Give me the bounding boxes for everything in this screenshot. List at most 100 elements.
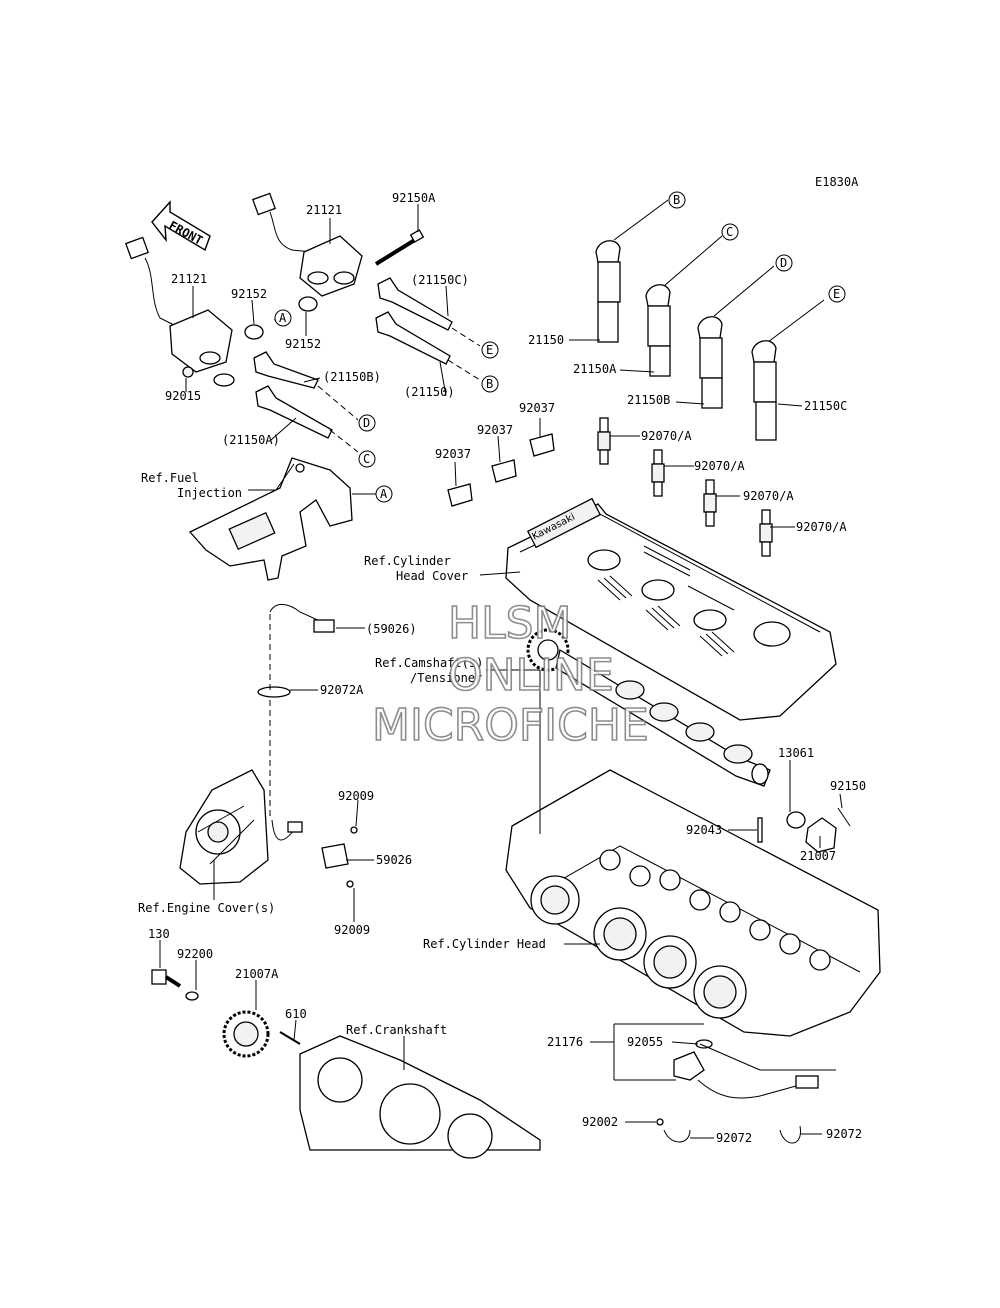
fuel-injection-bracket (188, 457, 353, 581)
ref-cyl-cover-line2: Head Cover (396, 569, 468, 583)
ref-cyl-cover-line1: Ref.Cylinder (364, 554, 451, 568)
camshaft (526, 628, 771, 787)
callout-21007: 21007 (800, 849, 836, 863)
plug-cap-21150A (645, 235, 723, 377)
connector-E2: E (828, 285, 846, 303)
callout-92037-c: 92037 (519, 401, 555, 415)
svg-text:C: C (726, 225, 733, 239)
svg-text:E: E (486, 343, 493, 357)
callout-92070A-1: 92070/A (641, 429, 692, 443)
pin-92043 (757, 817, 763, 843)
clamp-92072-a (663, 1129, 691, 1143)
clamp-92072-b (779, 1125, 801, 1144)
callout-92055: 92055 (627, 1035, 663, 1049)
sensor-59026-upper (313, 619, 335, 633)
callout-21007A: 21007A (235, 967, 279, 981)
screw-92002 (656, 1118, 664, 1126)
ref-crankshaft: Ref.Crankshaft (346, 1023, 447, 1037)
plug-lead-21150B (253, 351, 319, 389)
callout-13061: 13061 (778, 746, 814, 760)
plug-cap-21150C (751, 299, 825, 441)
connector-B2: B (668, 191, 686, 209)
callout-21150B-paren: (21150B) (323, 370, 381, 384)
plug-cap-21150B (697, 265, 775, 409)
watermark: HLSM ONLINE MICROFICHE (371, 597, 649, 752)
callout-92072A: 92072A (320, 683, 364, 697)
callout-130: 130 (148, 927, 170, 941)
clamp-92037-c (529, 433, 555, 457)
callout-92037-b: 92037 (477, 423, 513, 437)
ref-camshaft-line1: Ref.Camshaft(s) (375, 656, 483, 670)
connector-E1: E (481, 341, 499, 359)
sensor-21176 (656, 1039, 819, 1126)
spark-plug-2 (651, 449, 665, 497)
callout-92152-a: 92152 (231, 287, 267, 301)
timing-rotor-21007A (222, 1010, 270, 1058)
ignition-coil-top (251, 192, 363, 297)
callout-21176: 21176 (547, 1035, 583, 1049)
bolt-130 (151, 969, 182, 988)
callout-92009-b: 92009 (334, 923, 370, 937)
callout-21121-top: 21121 (306, 203, 342, 217)
o-ring-92055 (695, 1039, 713, 1049)
watermark-line1: HLSM (448, 598, 572, 649)
watermark-line3: MICROFICHE (372, 700, 649, 751)
callout-21150C: 21150C (804, 399, 847, 413)
callout-59026-paren: (59026) (366, 622, 417, 636)
clamp-92072A (257, 686, 291, 698)
collar-92152-b (298, 296, 318, 312)
callout-21150: 21150 (528, 333, 564, 347)
watermark-line2: ONLINE (448, 650, 614, 701)
spark-plug-3 (703, 479, 717, 527)
callout-21121-left: 21121 (171, 272, 207, 286)
callout-92002: 92002 (582, 1115, 618, 1129)
ref-fuel-line1: Ref.Fuel (141, 471, 199, 485)
collar-92152-a (244, 324, 264, 340)
cylinder-head-cover: Kawasaki (505, 497, 837, 721)
callout-92015: 92015 (165, 389, 201, 403)
svg-text:B: B (673, 193, 680, 207)
callout-92043: 92043 (686, 823, 722, 837)
callout-92070A-4: 92070/A (796, 520, 847, 534)
callout-92072-a: 92072 (716, 1131, 752, 1145)
callout-21150B: 21150B (627, 393, 670, 407)
screw-92009-a (350, 826, 358, 834)
plug-lead-21150C (377, 277, 453, 331)
ignition-coil-left (124, 236, 235, 387)
callout-92037-a: 92037 (435, 447, 471, 461)
ref-camshaft-line2: /Tensioner (410, 671, 482, 685)
cap-21007 (805, 817, 837, 853)
connector-D2: D (775, 254, 793, 272)
svg-text:B: B (486, 377, 493, 391)
callout-92072-b: 92072 (826, 1127, 862, 1141)
connector-A1: A (274, 309, 292, 327)
callout-21150A-paren: (21150A) (222, 433, 280, 447)
diagram-code: E1830A (815, 175, 859, 189)
plug-lead-21150A (255, 385, 333, 439)
connector-C1: C (358, 450, 376, 468)
svg-text:E: E (833, 287, 840, 301)
callout-92150A: 92150A (392, 191, 436, 205)
callout-92152-b: 92152 (285, 337, 321, 351)
svg-text:A: A (279, 311, 287, 325)
connector-A2: A (375, 485, 393, 503)
engine-cover (179, 769, 269, 885)
callout-92200: 92200 (177, 947, 213, 961)
bolt-92150A (374, 229, 425, 266)
callout-610: 610 (285, 1007, 307, 1021)
callout-21150-paren: (21150) (404, 385, 455, 399)
svg-text:D: D (363, 416, 370, 430)
crankshaft (299, 1035, 541, 1159)
callout-92070A-3: 92070/A (743, 489, 794, 503)
pin-610 (279, 1031, 301, 1045)
callout-92070A-2: 92070/A (694, 459, 745, 473)
svg-text:D: D (780, 256, 787, 270)
connector-D1: D (358, 414, 376, 432)
connector-C2: C (721, 223, 739, 241)
connector-B1: B (481, 375, 499, 393)
sensor-59026 (321, 843, 349, 869)
cylinder-head (505, 769, 881, 1037)
callout-21150A: 21150A (573, 362, 617, 376)
callout-92150: 92150 (830, 779, 866, 793)
